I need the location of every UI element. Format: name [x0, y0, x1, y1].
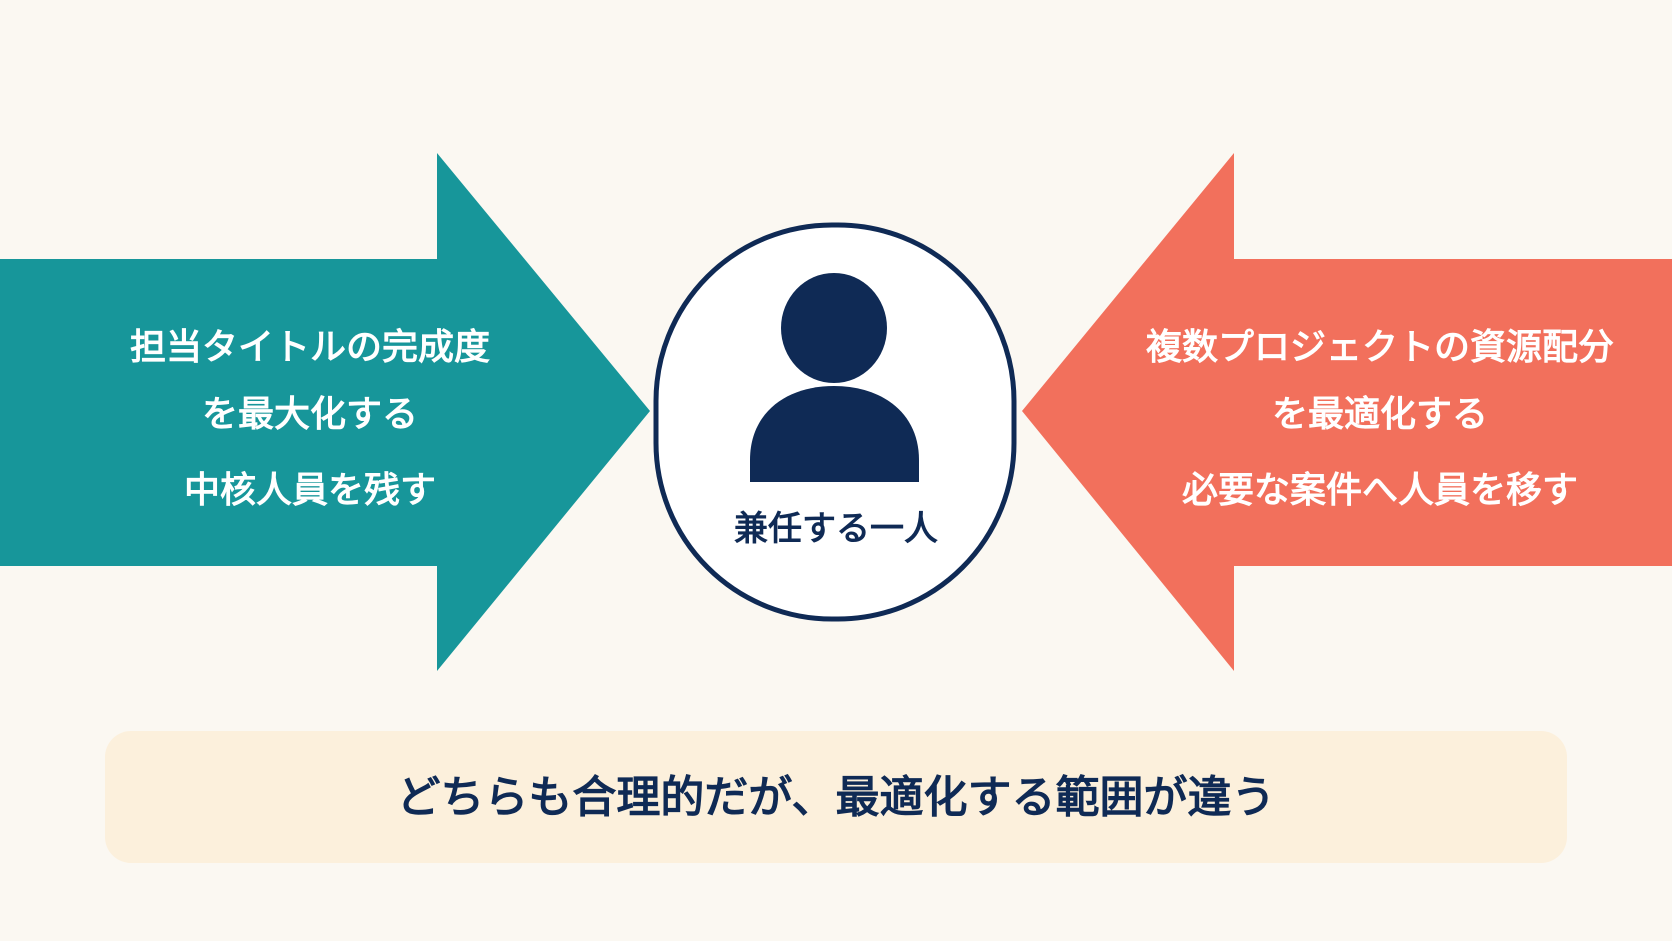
left-arrow-line-2: を最大化する [201, 394, 418, 435]
center-label: 兼任する一人 [734, 509, 938, 549]
left-arrow-line-1: 担当タイトルの完成度 [129, 327, 490, 368]
right-arrow-line-2: を最適化する [1271, 394, 1488, 435]
bottom-banner-text: どちらも合理的だが、最適化する範囲が違う [396, 772, 1276, 823]
person-icon [750, 273, 919, 482]
left-arrow-line-3: 中核人員を残す [183, 470, 436, 511]
right-arrow-line-3: 必要な案件へ人員を移す [1181, 470, 1578, 511]
bottom-banner: どちらも合理的だが、最適化する範囲が違う [105, 731, 1567, 863]
left-arrow [0, 153, 650, 671]
right-arrow-line-1: 複数プロジェクトの資源配分 [1145, 327, 1614, 368]
right-arrow [1022, 153, 1672, 671]
